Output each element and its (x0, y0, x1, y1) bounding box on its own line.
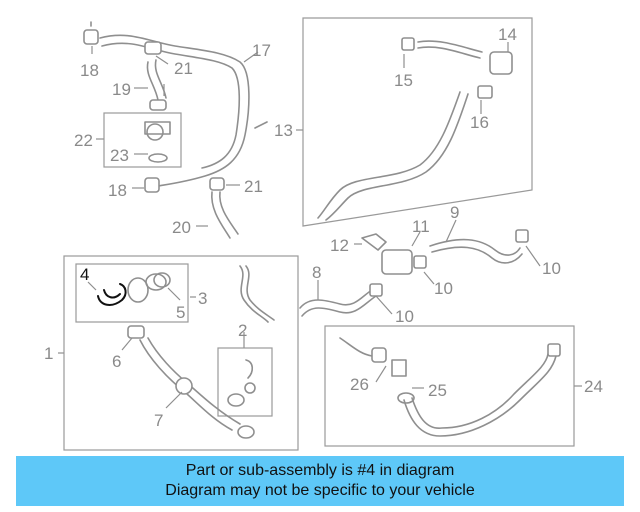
part-3-fitting (127, 273, 167, 303)
callout-1: 1 (44, 344, 53, 363)
callout-20: 20 (172, 218, 191, 237)
callout-8: 8 (312, 263, 321, 282)
banner-line-2: Diagram may not be specific to your vehi… (165, 482, 475, 499)
parts-diagram: 18 21 17 19 22 23 18 21 20 13 14 15 16 1… (44, 17, 603, 451)
pipe-right-of-box-3 (239, 265, 275, 323)
callout-18: 18 (108, 181, 127, 200)
part-2-hose (227, 359, 256, 407)
callout-4: 4 (80, 265, 89, 284)
info-banner: Part or sub-assembly is #4 in diagram Di… (16, 456, 624, 506)
callout-17: 17 (252, 41, 271, 60)
callout-2: 2 (238, 321, 247, 340)
callout-10: 10 (542, 259, 561, 278)
hose-clamp-18-top (83, 21, 99, 45)
hose-19 (146, 59, 167, 111)
thermostat-housing (144, 121, 171, 163)
callout-3: 3 (198, 289, 207, 308)
callout-23: 23 (110, 146, 129, 165)
callout-box-3 (75, 263, 189, 323)
callout-box-22 (103, 112, 182, 168)
callout-9: 9 (450, 203, 459, 222)
callout-12: 12 (330, 236, 349, 255)
callout-19: 19 (112, 80, 131, 99)
callout-18: 18 (80, 61, 99, 80)
hose-8 (299, 283, 383, 317)
callout-box-2 (217, 347, 273, 417)
hose-clamp-21-top (144, 41, 162, 55)
callout-22: 22 (74, 131, 93, 150)
callout-5: 5 (176, 303, 185, 322)
callout-26: 26 (350, 375, 369, 394)
callout-13: 13 (274, 121, 293, 140)
callout-11: 11 (412, 217, 430, 236)
callout-24: 24 (584, 377, 603, 396)
banner-line-1: Part or sub-assembly is #4 in diagram (185, 462, 455, 479)
callout-10: 10 (395, 307, 414, 326)
callout-10: 10 (434, 279, 453, 298)
callout-15: 15 (394, 71, 413, 90)
callout-box-13 (302, 17, 533, 227)
callout-7: 7 (154, 411, 163, 430)
lower-radiator-hose (339, 337, 561, 437)
callout-6: 6 (112, 352, 121, 371)
upper-radiator-hose (317, 37, 513, 221)
oring-5 (153, 272, 171, 288)
callout-16: 16 (470, 113, 489, 132)
hose-clamp-21-bottom (209, 177, 225, 191)
callout-14: 14 (498, 25, 517, 44)
hose-clamp-18-bottom (144, 177, 160, 193)
callout-labels: 18 21 17 19 22 23 18 21 20 13 14 15 16 1… (44, 25, 603, 430)
hose-6-7-assembly (127, 325, 255, 439)
callout-box-1 (63, 255, 299, 451)
leader-lines (58, 42, 582, 409)
hose-20 (211, 191, 239, 239)
callout-21: 21 (244, 177, 263, 196)
callout-21: 21 (174, 59, 193, 78)
highlighted-part-4 (97, 283, 127, 306)
water-outlet-11 (361, 233, 427, 275)
bypass-hose-9 (429, 229, 529, 264)
callout-25: 25 (428, 381, 447, 400)
